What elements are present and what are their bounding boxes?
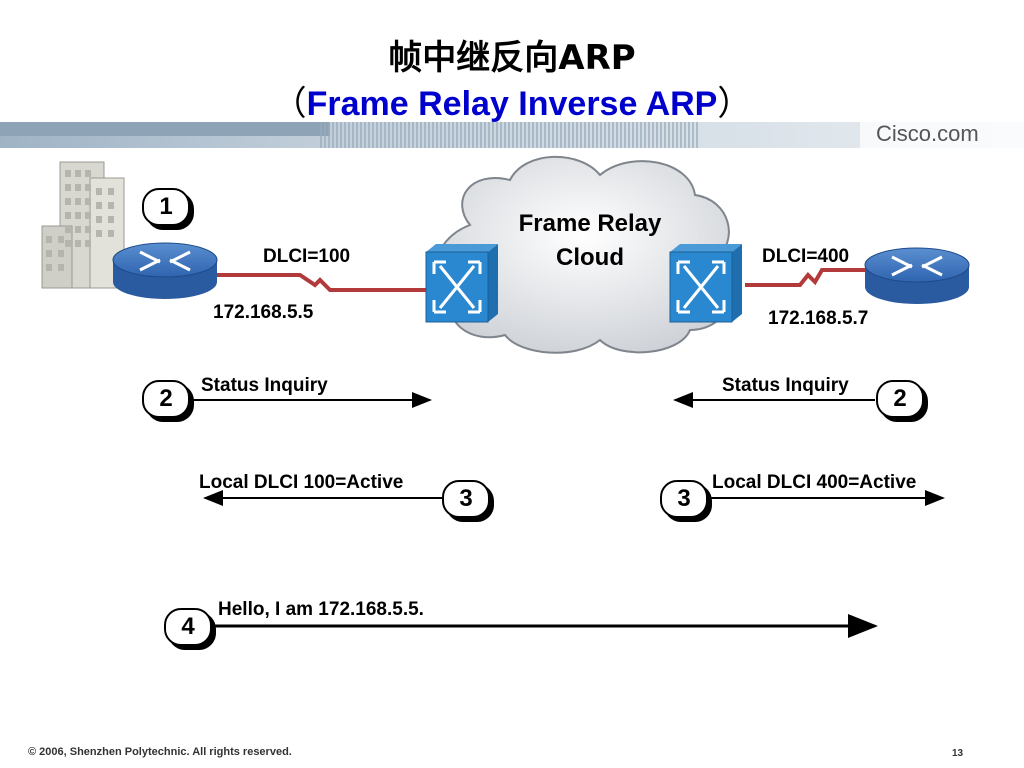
step-2-right-badge: 2: [876, 380, 924, 418]
cloud-label: Frame Relay Cloud: [490, 207, 690, 275]
right-frame-relay-switch-icon: [669, 244, 742, 323]
footer-copyright: © 2006, Shenzhen Polytechnic. All rights…: [28, 746, 292, 758]
right-dlci-label: DLCI=400: [762, 246, 850, 267]
brand-logo: Cisco.com: [876, 121, 979, 146]
local-dlci-right-label: Local DLCI 400=Active: [712, 472, 917, 493]
step-3-left-badge: 3: [442, 480, 490, 518]
step-2-left-badge: 2: [142, 380, 190, 418]
left-serial-link: [215, 273, 430, 292]
step-3-right-badge: 3: [660, 480, 708, 518]
step-4-badge: 4: [164, 608, 212, 646]
left-ip-label: 172.168.5.5: [213, 302, 314, 323]
left-frame-relay-switch-icon: [425, 244, 498, 323]
status-inquiry-left-label: Status Inquiry: [201, 375, 328, 396]
left-router-icon: [112, 242, 218, 299]
right-serial-link: [745, 268, 870, 287]
building-icon: [41, 161, 125, 289]
cloud-label-line1: Frame Relay: [518, 210, 662, 237]
footer-page-number: 13: [952, 748, 964, 759]
subtitle-paren-close: ）: [717, 84, 752, 124]
subtitle-paren-open: （: [272, 84, 307, 124]
status-inquiry-right-label: Status Inquiry: [722, 375, 849, 396]
right-router-icon: [864, 247, 970, 304]
subtitle-text: Frame Relay Inverse ARP: [306, 85, 718, 123]
header-band: [0, 120, 1024, 150]
step-1-badge: 1: [142, 188, 190, 226]
page-title: 帧中继反向ARP: [388, 38, 636, 78]
local-dlci-left-label: Local DLCI 100=Active: [199, 472, 404, 493]
right-ip-label: 172.168.5.7: [768, 308, 869, 329]
hello-message-label: Hello, I am 172.168.5.5.: [218, 599, 424, 620]
left-dlci-label: DLCI=100: [263, 246, 351, 267]
cloud-label-line2: Cloud: [556, 244, 624, 271]
page-subtitle: （Frame Relay Inverse ARP）: [0, 76, 1024, 125]
